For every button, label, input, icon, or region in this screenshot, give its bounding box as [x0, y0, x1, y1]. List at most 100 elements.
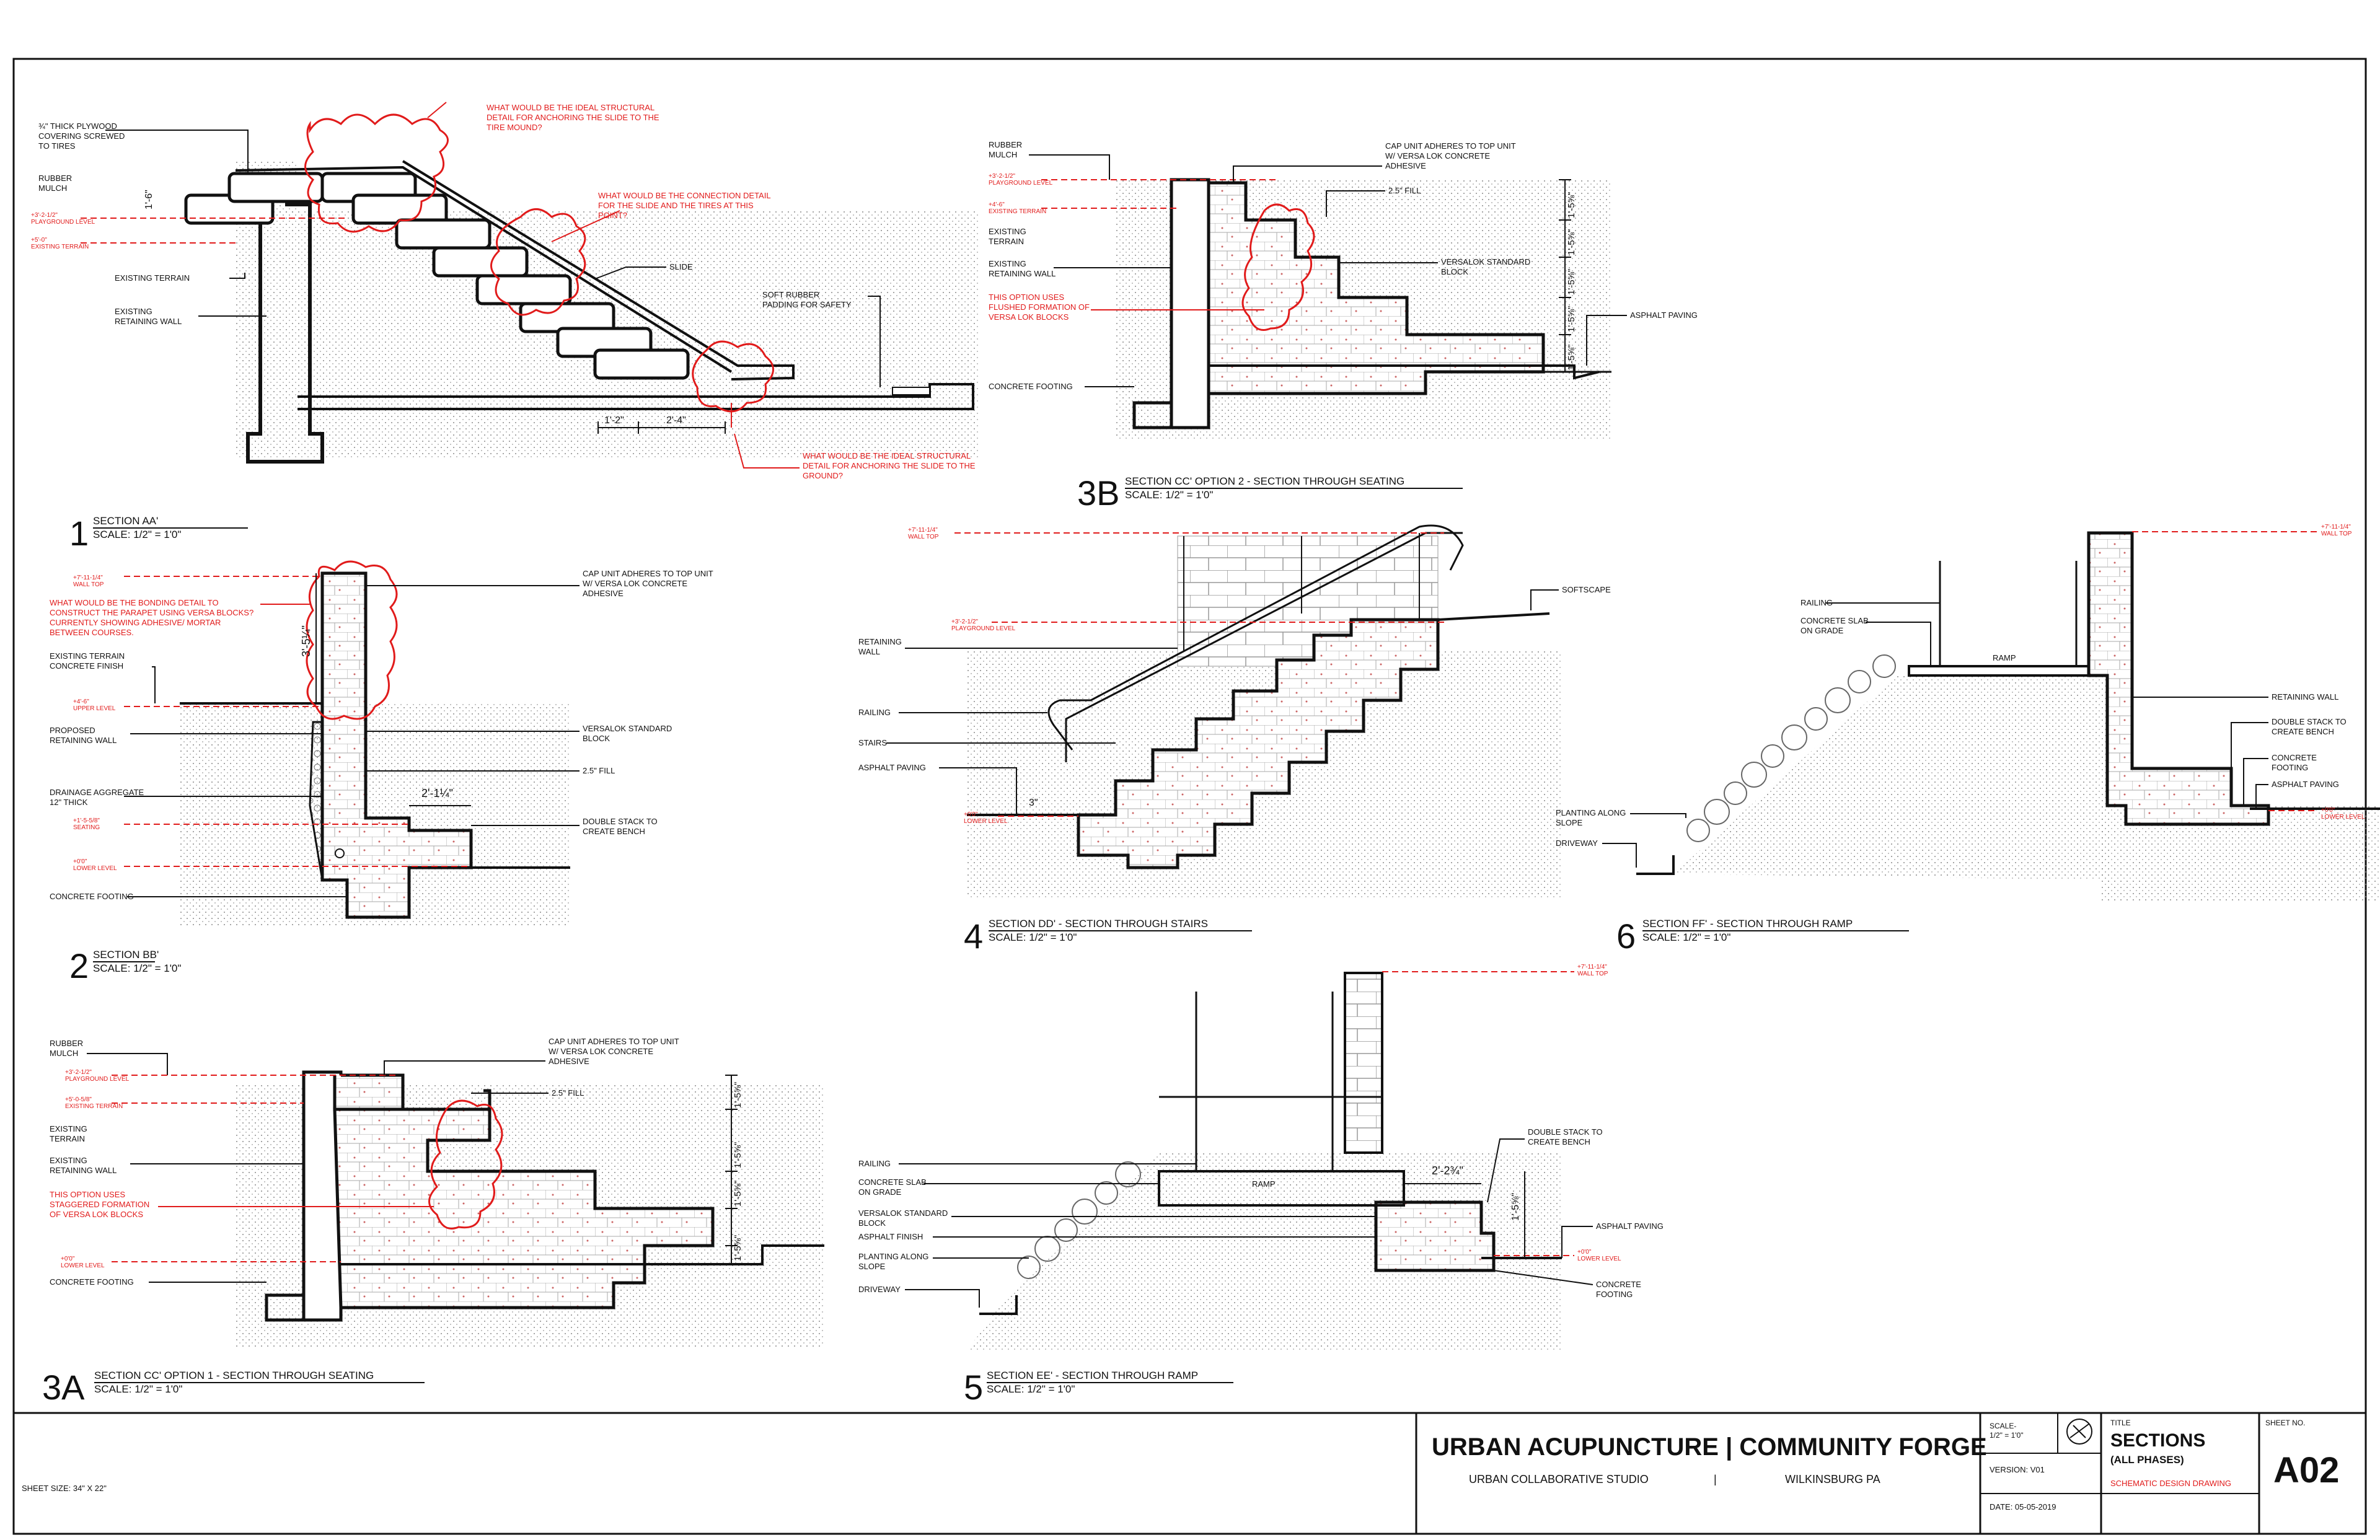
label-existing-wall-1: EXISTING [115, 307, 152, 316]
title-label: TITLE [2110, 1419, 2131, 1427]
section-6-number: 6 [1616, 917, 1636, 956]
svg-text:+5'-0"EXISTING TERRAIN: +5'-0"EXISTING TERRAIN [31, 237, 89, 250]
section-3b-scale: SCALE: 1/2" = 1'0" [1125, 489, 1213, 501]
svg-text:+3'-2-1/2"PLAYGROUND LEVEL: +3'-2-1/2"PLAYGROUND LEVEL [989, 173, 1053, 187]
svg-text:+4'-6"EXISTING TERRAIN: +4'-6"EXISTING TERRAIN [989, 201, 1046, 215]
svg-text:2.5" FILL: 2.5" FILL [583, 766, 615, 775]
svg-text:+0'0"LOWER LEVEL: +0'0"LOWER LEVEL [964, 811, 1008, 825]
svg-text:1'-5⅝": 1'-5⅝" [1566, 229, 1577, 255]
note-s2-1: WHAT WOULD BE THE BONDING DETAIL TO [50, 598, 219, 607]
svg-text:2.5" FILL: 2.5" FILL [552, 1088, 584, 1098]
section-4-number: 4 [964, 917, 983, 956]
svg-text:+0'0"LOWER LEVEL: +0'0"LOWER LEVEL [61, 1256, 105, 1269]
svg-text:+7'-11-1/4"WALL TOP: +7'-11-1/4"WALL TOP [2321, 524, 2352, 537]
dim-s1-b: 2'-4" [666, 415, 686, 426]
sheet-size: SHEET SIZE: 34" X 22" [22, 1484, 107, 1493]
label-mulch-2: MULCH [38, 183, 67, 193]
label-padding-2: PADDING FOR SAFETY [762, 300, 852, 309]
sheet-title: SECTIONS [2110, 1430, 2205, 1451]
section-3b-number: 3B [1077, 473, 1120, 513]
scale-label: SCALE- [1990, 1422, 2016, 1430]
label-existing-terrain: EXISTING TERRAIN [115, 273, 190, 283]
svg-text:RETAINING WALL: RETAINING WALL [2272, 692, 2338, 702]
planting-5 [1017, 1161, 1141, 1279]
studio-name: URBAN COLLABORATIVE STUDIO [1469, 1473, 1649, 1485]
svg-text:+4'-6"UPPER LEVEL: +4'-6"UPPER LEVEL [73, 698, 116, 712]
tire-stack [184, 172, 690, 380]
dim-s1-a: 1'-2" [604, 415, 624, 426]
label-existing-wall-2: RETAINING WALL [115, 317, 182, 326]
section-6: +7'-11-1/4"WALL TOP +0'0"LOWER LEVEL RAI… [1556, 524, 2380, 956]
svg-text:2.5" FILL: 2.5" FILL [1388, 186, 1421, 195]
versa-blocks-3b [1207, 181, 1545, 395]
section-5-title: SECTION EE' - SECTION THROUGH RAMP [987, 1370, 1198, 1381]
section-2: +7'-11-1/4"WALL TOP WHAT WOULD BE THE BO… [50, 560, 713, 985]
section-2-scale: SCALE: 1/2" = 1'0" [93, 962, 181, 974]
svg-text:1'-5⅝": 1'-5⅝" [1566, 192, 1577, 218]
section-1-scale: SCALE: 1/2" = 1'0" [93, 529, 181, 540]
project-location: WILKINSBURG PA [1785, 1473, 1880, 1485]
section-4-scale: SCALE: 1/2" = 1'0" [989, 931, 1077, 943]
label-mulch-1: RUBBER [38, 174, 72, 183]
svg-text:+1'-5-5/8"SEATING: +1'-5-5/8"SEATING [73, 817, 100, 831]
svg-text:WHAT WOULD BE THE BONDING DETA: WHAT WOULD BE THE BONDING DETAIL TOCONST… [50, 598, 253, 637]
section-5-scale: SCALE: 1/2" = 1'0" [987, 1383, 1075, 1395]
section-6-title: SECTION FF' - SECTION THROUGH RAMP [1642, 918, 1853, 930]
svg-text:DRIVEWAY: DRIVEWAY [1556, 838, 1598, 848]
label-plywood-3: TO TIRES [38, 141, 76, 151]
sheet-subtitle: (ALL PHASES) [2110, 1454, 2184, 1466]
title-separator: | [1714, 1473, 1717, 1485]
svg-text:RAILING: RAILING [858, 1159, 891, 1168]
svg-text:1'-5⅝": 1'-5⅝" [733, 1181, 743, 1207]
svg-text:+7'-11-1/4"WALL TOP: +7'-11-1/4"WALL TOP [1577, 964, 1608, 977]
label-padding-1: SOFT RUBBER [762, 290, 819, 299]
section-3b-title: SECTION CC' OPTION 2 - SECTION THROUGH S… [1125, 475, 1404, 487]
section-6-scale: SCALE: 1/2" = 1'0" [1642, 931, 1730, 943]
svg-text:STAIRS: STAIRS [858, 738, 887, 747]
svg-text:3'-5¼": 3'-5¼" [300, 625, 312, 657]
svg-text:ASPHALT PAVING: ASPHALT PAVING [858, 763, 926, 772]
svg-text:+7'-11-1/4"WALL TOP: +7'-11-1/4"WALL TOP [908, 527, 939, 540]
svg-text:+0'0"LOWER LEVEL: +0'0"LOWER LEVEL [1577, 1249, 1621, 1262]
svg-text:RAMP: RAMP [1993, 653, 2016, 662]
svg-text:1'-5⅝": 1'-5⅝" [1566, 345, 1577, 371]
svg-text:WHAT WOULD BE THE IDEAL STRUCT: WHAT WOULD BE THE IDEAL STRUCTURALDETAIL… [803, 451, 976, 480]
section-3a-scale: SCALE: 1/2" = 1'0" [94, 1383, 182, 1395]
svg-text:2'-1¼": 2'-1¼" [421, 787, 453, 799]
drawing-status: SCHEMATIC DESIGN DRAWING [2110, 1479, 2231, 1488]
svg-text:1'-5⅝": 1'-5⅝" [1566, 269, 1577, 295]
svg-text:2'-2¾": 2'-2¾" [1432, 1164, 1463, 1177]
date: DATE: 05-05-2019 [1990, 1502, 2056, 1511]
svg-text:RAILING: RAILING [858, 708, 891, 717]
north-arrow-icon [2066, 1419, 2092, 1445]
svg-text:1'-5⅝": 1'-5⅝" [733, 1235, 743, 1261]
svg-text:RAMP: RAMP [1252, 1179, 1276, 1189]
svg-text:1'-5⅝": 1'-5⅝" [1566, 306, 1577, 332]
section-3a-number: 3A [42, 1368, 85, 1407]
svg-text:ASPHALT PAVING: ASPHALT PAVING [1630, 310, 1698, 320]
svg-text:1'-5⅝": 1'-5⅝" [733, 1142, 743, 1168]
